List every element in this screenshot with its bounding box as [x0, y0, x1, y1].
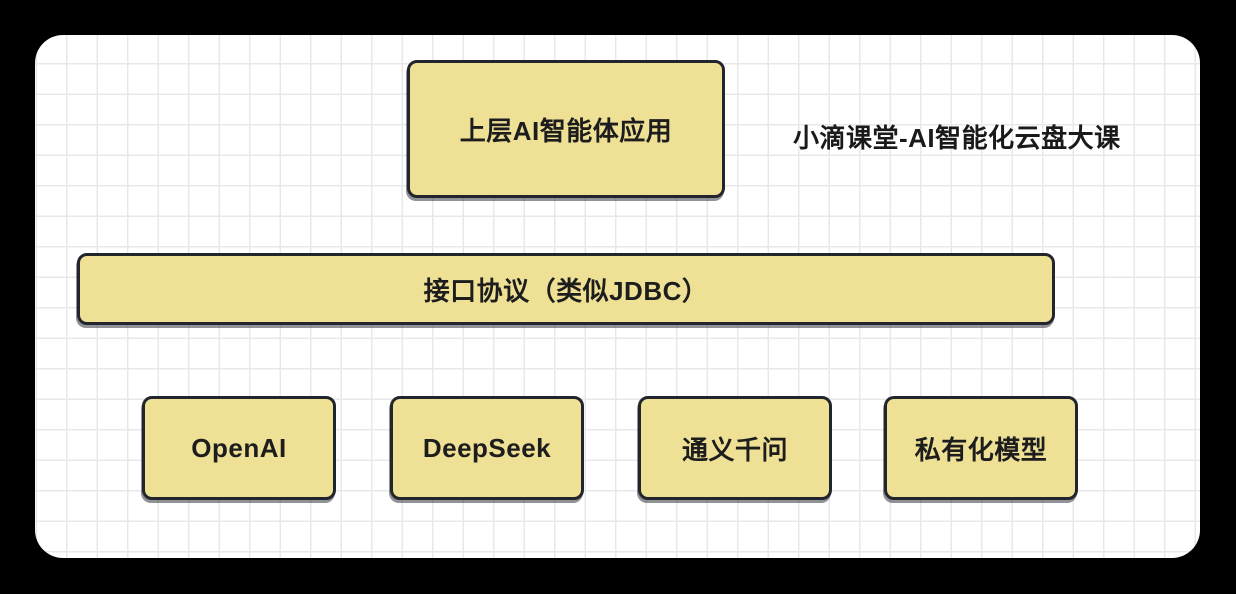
model-label-tongyi-qianwen: 通义千问	[681, 434, 788, 465]
model-label-private-model: 私有化模型	[914, 434, 1048, 465]
diagram-canvas: 上层AI智能体应用 小滴课堂-AI智能化云盘大课 接口协议（类似JDBC） Op…	[35, 35, 1200, 558]
model-box-tongyi-qianwen: 通义千问	[638, 396, 832, 500]
model-box-private-model: 私有化模型	[884, 396, 1078, 500]
app-layer-label: 上层AI智能体应用	[459, 115, 673, 146]
model-box-openai: OpenAI	[142, 396, 336, 500]
app-layer-box: 上层AI智能体应用	[407, 60, 725, 198]
model-label-openai: OpenAI	[191, 432, 287, 463]
protocol-layer-label: 接口协议（类似JDBC）	[423, 275, 709, 306]
model-label-deepseek: DeepSeek	[422, 432, 552, 463]
model-box-deepseek: DeepSeek	[390, 396, 584, 500]
course-watermark-text: 小滴课堂-AI智能化云盘大课	[793, 123, 1121, 153]
protocol-layer-box: 接口协议（类似JDBC）	[77, 253, 1055, 325]
